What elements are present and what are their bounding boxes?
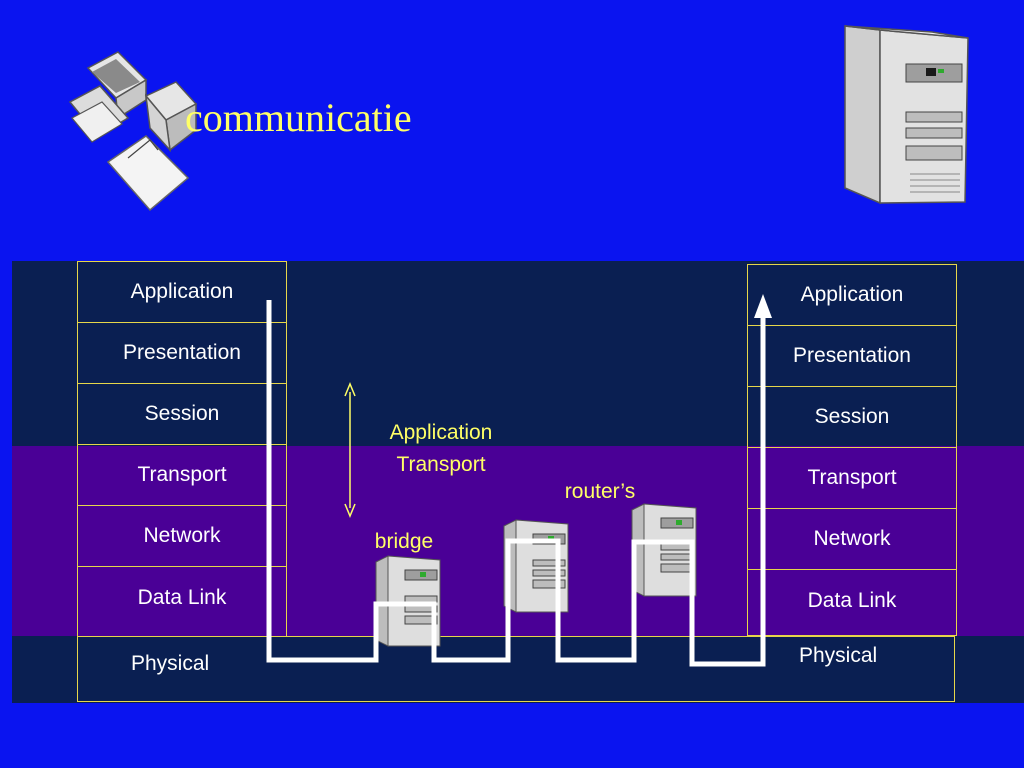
right-layer-transport: Transport <box>748 448 956 509</box>
middle-label-application: Application <box>389 421 493 444</box>
left-layer-network: Network <box>78 506 286 567</box>
physical-label-right: Physical <box>799 644 878 667</box>
middle-label-transport: Transport <box>396 453 486 476</box>
right-layer-network: Network <box>748 509 956 570</box>
left-layer-presentation: Presentation <box>78 323 286 384</box>
right-osi-stack: Application Presentation Session Transpo… <box>747 264 957 636</box>
right-layer-session: Session <box>748 387 956 448</box>
right-layer-presentation: Presentation <box>748 326 956 387</box>
page-title: communicatie <box>185 95 412 140</box>
bridge-label: bridge <box>374 530 434 553</box>
routers-label: router’s <box>564 480 636 503</box>
left-osi-stack: Application Presentation Session Transpo… <box>77 261 287 637</box>
left-layer-transport: Transport <box>78 445 286 506</box>
left-layer-session: Session <box>78 384 286 445</box>
right-layer-data-link: Data Link <box>807 588 897 612</box>
right-layer-application: Application <box>748 265 956 326</box>
physical-label-left: Physical <box>131 652 210 675</box>
left-layer-application: Application <box>78 262 286 323</box>
left-layer-data-link: Data Link <box>137 585 227 609</box>
